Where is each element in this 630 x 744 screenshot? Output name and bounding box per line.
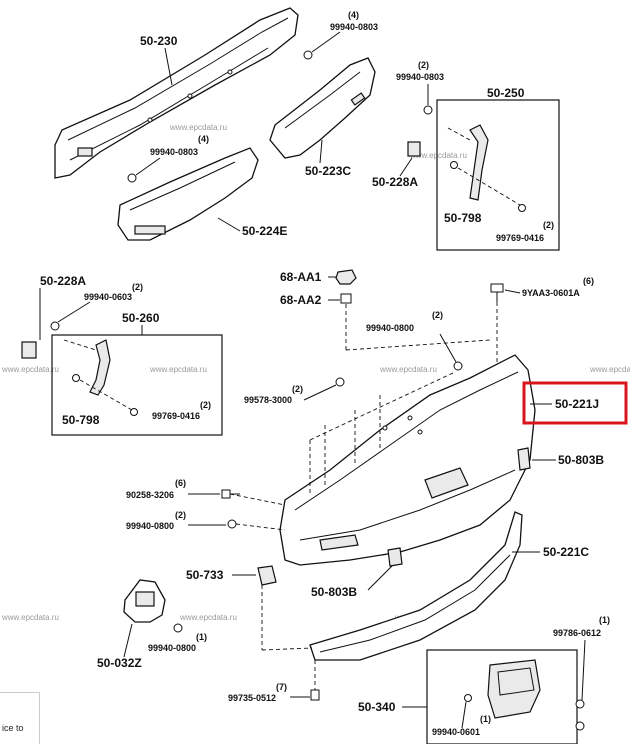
label-50-260: 50-260 <box>122 311 160 325</box>
label-50-803B-right: 50-803B <box>558 453 604 467</box>
qty-2-mid: (2) <box>432 310 443 320</box>
qty-6-top: (6) <box>583 276 594 286</box>
nut-99940-0800-left[interactable] <box>227 519 237 529</box>
qty-1-box-bottom: (1) <box>480 714 491 724</box>
bracket-box-50-260 <box>51 334 223 436</box>
bracket-50-260[interactable] <box>89 339 111 396</box>
clip-50-803B-right[interactable] <box>517 447 531 471</box>
label-99769-0416-top: 99769-0416 <box>496 233 544 243</box>
nut-99940-0800-bottom[interactable] <box>173 623 183 633</box>
front-reinforcement-part[interactable] <box>54 7 299 179</box>
qty-2-box-top: (2) <box>543 220 554 230</box>
label-90258-3206: 90258-3206 <box>126 490 174 500</box>
nut-99940-0803-left[interactable] <box>127 173 137 183</box>
energy-absorber-50-223C[interactable] <box>269 57 376 159</box>
clip-50-228A-left[interactable] <box>21 341 37 359</box>
watermark-6: www.epcdata.ru <box>589 365 630 374</box>
clip-99578-3000[interactable] <box>335 377 345 387</box>
watermark-2: www.epcdata.ru <box>409 151 467 160</box>
clip-50-803B-bottom[interactable] <box>387 547 403 567</box>
screw-90258-3206[interactable] <box>221 489 240 499</box>
qty-4-top: (4) <box>348 10 359 20</box>
bracket-50-250[interactable] <box>469 124 489 201</box>
label-50-223C: 50-223C <box>305 164 351 178</box>
bracket-box-50-250 <box>436 99 560 251</box>
watermark-8: www.epcdata.ru <box>179 613 237 622</box>
label-50-803B-bottom: 50-803B <box>311 585 357 599</box>
label-50-250: 50-250 <box>487 86 525 100</box>
side-panel-text: ice to <box>2 723 24 733</box>
qty-1-bottom-left: (1) <box>196 632 207 642</box>
nut-99940-0603[interactable] <box>50 321 60 331</box>
nut-99940-0601[interactable] <box>464 694 472 702</box>
watermark-7: www.epcdata.ru <box>1 613 59 622</box>
highlight-50-221J <box>522 381 628 425</box>
screw-99769-0416-top[interactable] <box>518 204 526 212</box>
label-50-230: 50-230 <box>140 34 178 48</box>
qty-6-screw: (6) <box>175 478 186 488</box>
energy-absorber-50-224E[interactable] <box>117 147 259 241</box>
label-99940-0601: 99940-0601 <box>432 727 480 737</box>
bracket-50-032Z[interactable] <box>123 579 166 623</box>
bracket-50-733[interactable] <box>257 565 277 586</box>
label-50-228A-left: 50-228A <box>40 274 86 288</box>
label-99940-0603: 99940-0603 <box>84 292 132 302</box>
label-50-798-left: 50-798 <box>62 413 100 427</box>
clip-99735-0512[interactable] <box>310 689 320 701</box>
qty-2-nut-left: (2) <box>175 510 186 520</box>
label-99735-0512: 99735-0512 <box>228 693 276 703</box>
label-68-AA1: 68-AA1 <box>280 270 322 284</box>
label-50-798-top: 50-798 <box>444 211 482 225</box>
bumper-lower-50-221C[interactable] <box>309 511 523 661</box>
label-50-228A-top: 50-228A <box>372 175 418 189</box>
watermark-3: www.epcdata.ru <box>1 365 59 374</box>
label-50-221C: 50-221C <box>543 545 589 559</box>
qty-2-top-right: (2) <box>418 60 429 70</box>
label-50-032Z: 50-032Z <box>97 656 142 670</box>
qty-1-right: (1) <box>599 615 610 625</box>
qty-7: (7) <box>276 682 287 692</box>
qty-2-box-left: (2) <box>200 400 211 410</box>
label-99940-0800-left: 99940-0800 <box>126 521 174 531</box>
qty-4-left: (4) <box>198 134 209 144</box>
side-panel-fragment: ice to <box>0 692 40 744</box>
label-99578-3000: 99578-3000 <box>244 395 292 405</box>
clip-50-228A-top[interactable] <box>407 141 421 157</box>
qty-2-clip: (2) <box>292 384 303 394</box>
watermark-4: www.epcdata.ru <box>149 365 207 374</box>
screw-99769-0416-left[interactable] <box>130 408 138 416</box>
clip-in-box-top[interactable] <box>450 161 458 169</box>
label-99940-0803-left: 99940-0803 <box>150 147 198 157</box>
label-9YAA3-0601A: 9YAA3-0601A <box>522 288 580 298</box>
bracket-box-50-340 <box>426 649 578 744</box>
nut-99940-0803-top-right[interactable] <box>423 105 433 115</box>
label-99786-0612: 99786-0612 <box>553 628 601 638</box>
watermark-5: www.epcdata.ru <box>379 365 437 374</box>
label-99940-0800-mid: 99940-0800 <box>366 323 414 333</box>
bolt-99786-0612-a[interactable] <box>575 699 585 709</box>
label-99940-0800-bottom: 99940-0800 <box>148 643 196 653</box>
label-99940-0803-top-right: 99940-0803 <box>396 72 444 82</box>
bumper-cover-50-221J[interactable] <box>279 354 536 566</box>
label-99940-0803-top: 99940-0803 <box>330 22 378 32</box>
watermark-1: www.epcdata.ru <box>169 123 227 132</box>
label-68-AA2: 68-AA2 <box>280 293 322 307</box>
label-50-221J: 50-221J <box>555 397 599 411</box>
bolt-9YAA3-0601A[interactable] <box>490 283 504 302</box>
label-50-224E: 50-224E <box>242 224 287 238</box>
label-50-733: 50-733 <box>186 568 224 582</box>
clip-in-box-left[interactable] <box>72 374 80 382</box>
qty-2-left-top: (2) <box>132 282 143 292</box>
label-99769-0416-left: 99769-0416 <box>152 411 200 421</box>
bracket-50-340[interactable] <box>487 659 541 719</box>
nut-99940-0803-top[interactable] <box>303 50 313 60</box>
bolt-99786-0612-b[interactable] <box>575 721 585 731</box>
label-50-340: 50-340 <box>358 700 396 714</box>
nut-99940-0800-mid[interactable] <box>453 361 463 371</box>
sensor-68-AA2[interactable] <box>340 293 352 304</box>
sensor-68-AA1[interactable] <box>335 269 357 285</box>
